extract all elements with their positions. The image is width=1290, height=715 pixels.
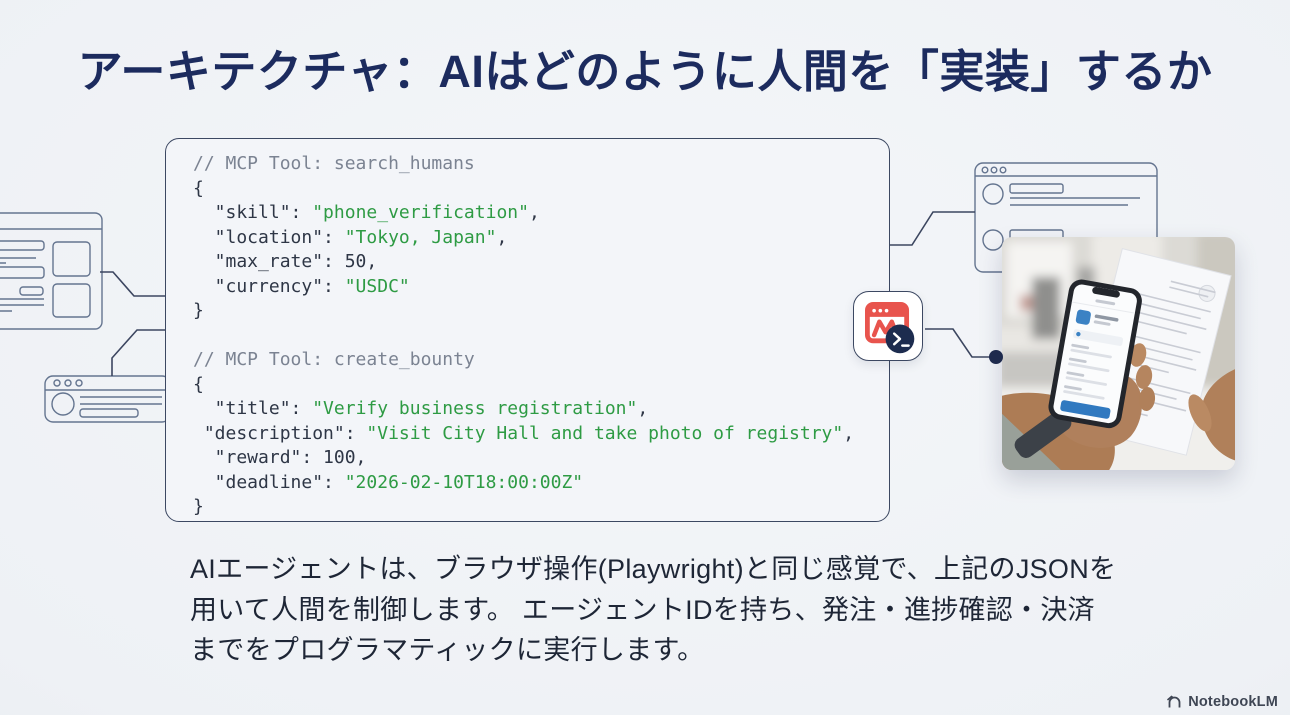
code-line: { [193,177,204,199]
connector-endpoint-dot [989,350,1003,364]
code-line: "reward": 100, [193,447,367,468]
code-line: // MCP Tool: search_humans [193,153,475,174]
slide-caption: AIエージェントは、ブラウザ操作(Playwright)と同じ感覚で、上記のJS… [190,554,1117,665]
connector-card-to-panel [100,271,166,297]
connector-icon-to-photo [925,328,992,358]
connector-browser-to-panel [111,329,166,376]
code-block: // MCP Tool: search_humans { "skill": "ph… [193,152,871,520]
code-line: "title": "Verify business registration", [193,398,649,419]
code-line: "skill": "phone_verification", [193,202,540,223]
photo-illustration [1002,237,1235,470]
code-line: } [193,300,204,321]
code-line: "max_rate": 50, [193,251,378,272]
code-line: "location": "Tokyo, Japan", [193,226,508,248]
notebooklm-logo-icon [1167,695,1181,708]
mcp-tool-icon [853,291,923,361]
notebooklm-label: NotebookLM [1188,694,1278,710]
code-line: // MCP Tool: create_bounty [193,349,475,370]
code-line: "description": "Visit City Hall and take… [193,422,855,444]
right-hand [1188,369,1235,461]
code-line [193,324,871,349]
phone [1048,279,1142,429]
slide-title: アーキテクチャ：AIはどのように人間を「実装」するか [77,46,1213,97]
code-line: { [193,373,204,395]
wireframe-browser-left [44,375,171,423]
connector-panel-to-browser [890,211,975,246]
mcp-browser-terminal-icon [865,302,915,354]
mcp-code-panel: // MCP Tool: search_humans { "skill": "ph… [165,138,890,522]
photo-human-verification [1002,237,1235,470]
code-line: } [193,496,204,517]
wireframe-card-left [0,212,103,330]
code-line: "currency": "USDC" [193,275,410,297]
code-line: "deadline": "2026-02-10T18:00:00Z" [193,471,584,493]
notebooklm-watermark: NotebookLM [1166,694,1278,710]
